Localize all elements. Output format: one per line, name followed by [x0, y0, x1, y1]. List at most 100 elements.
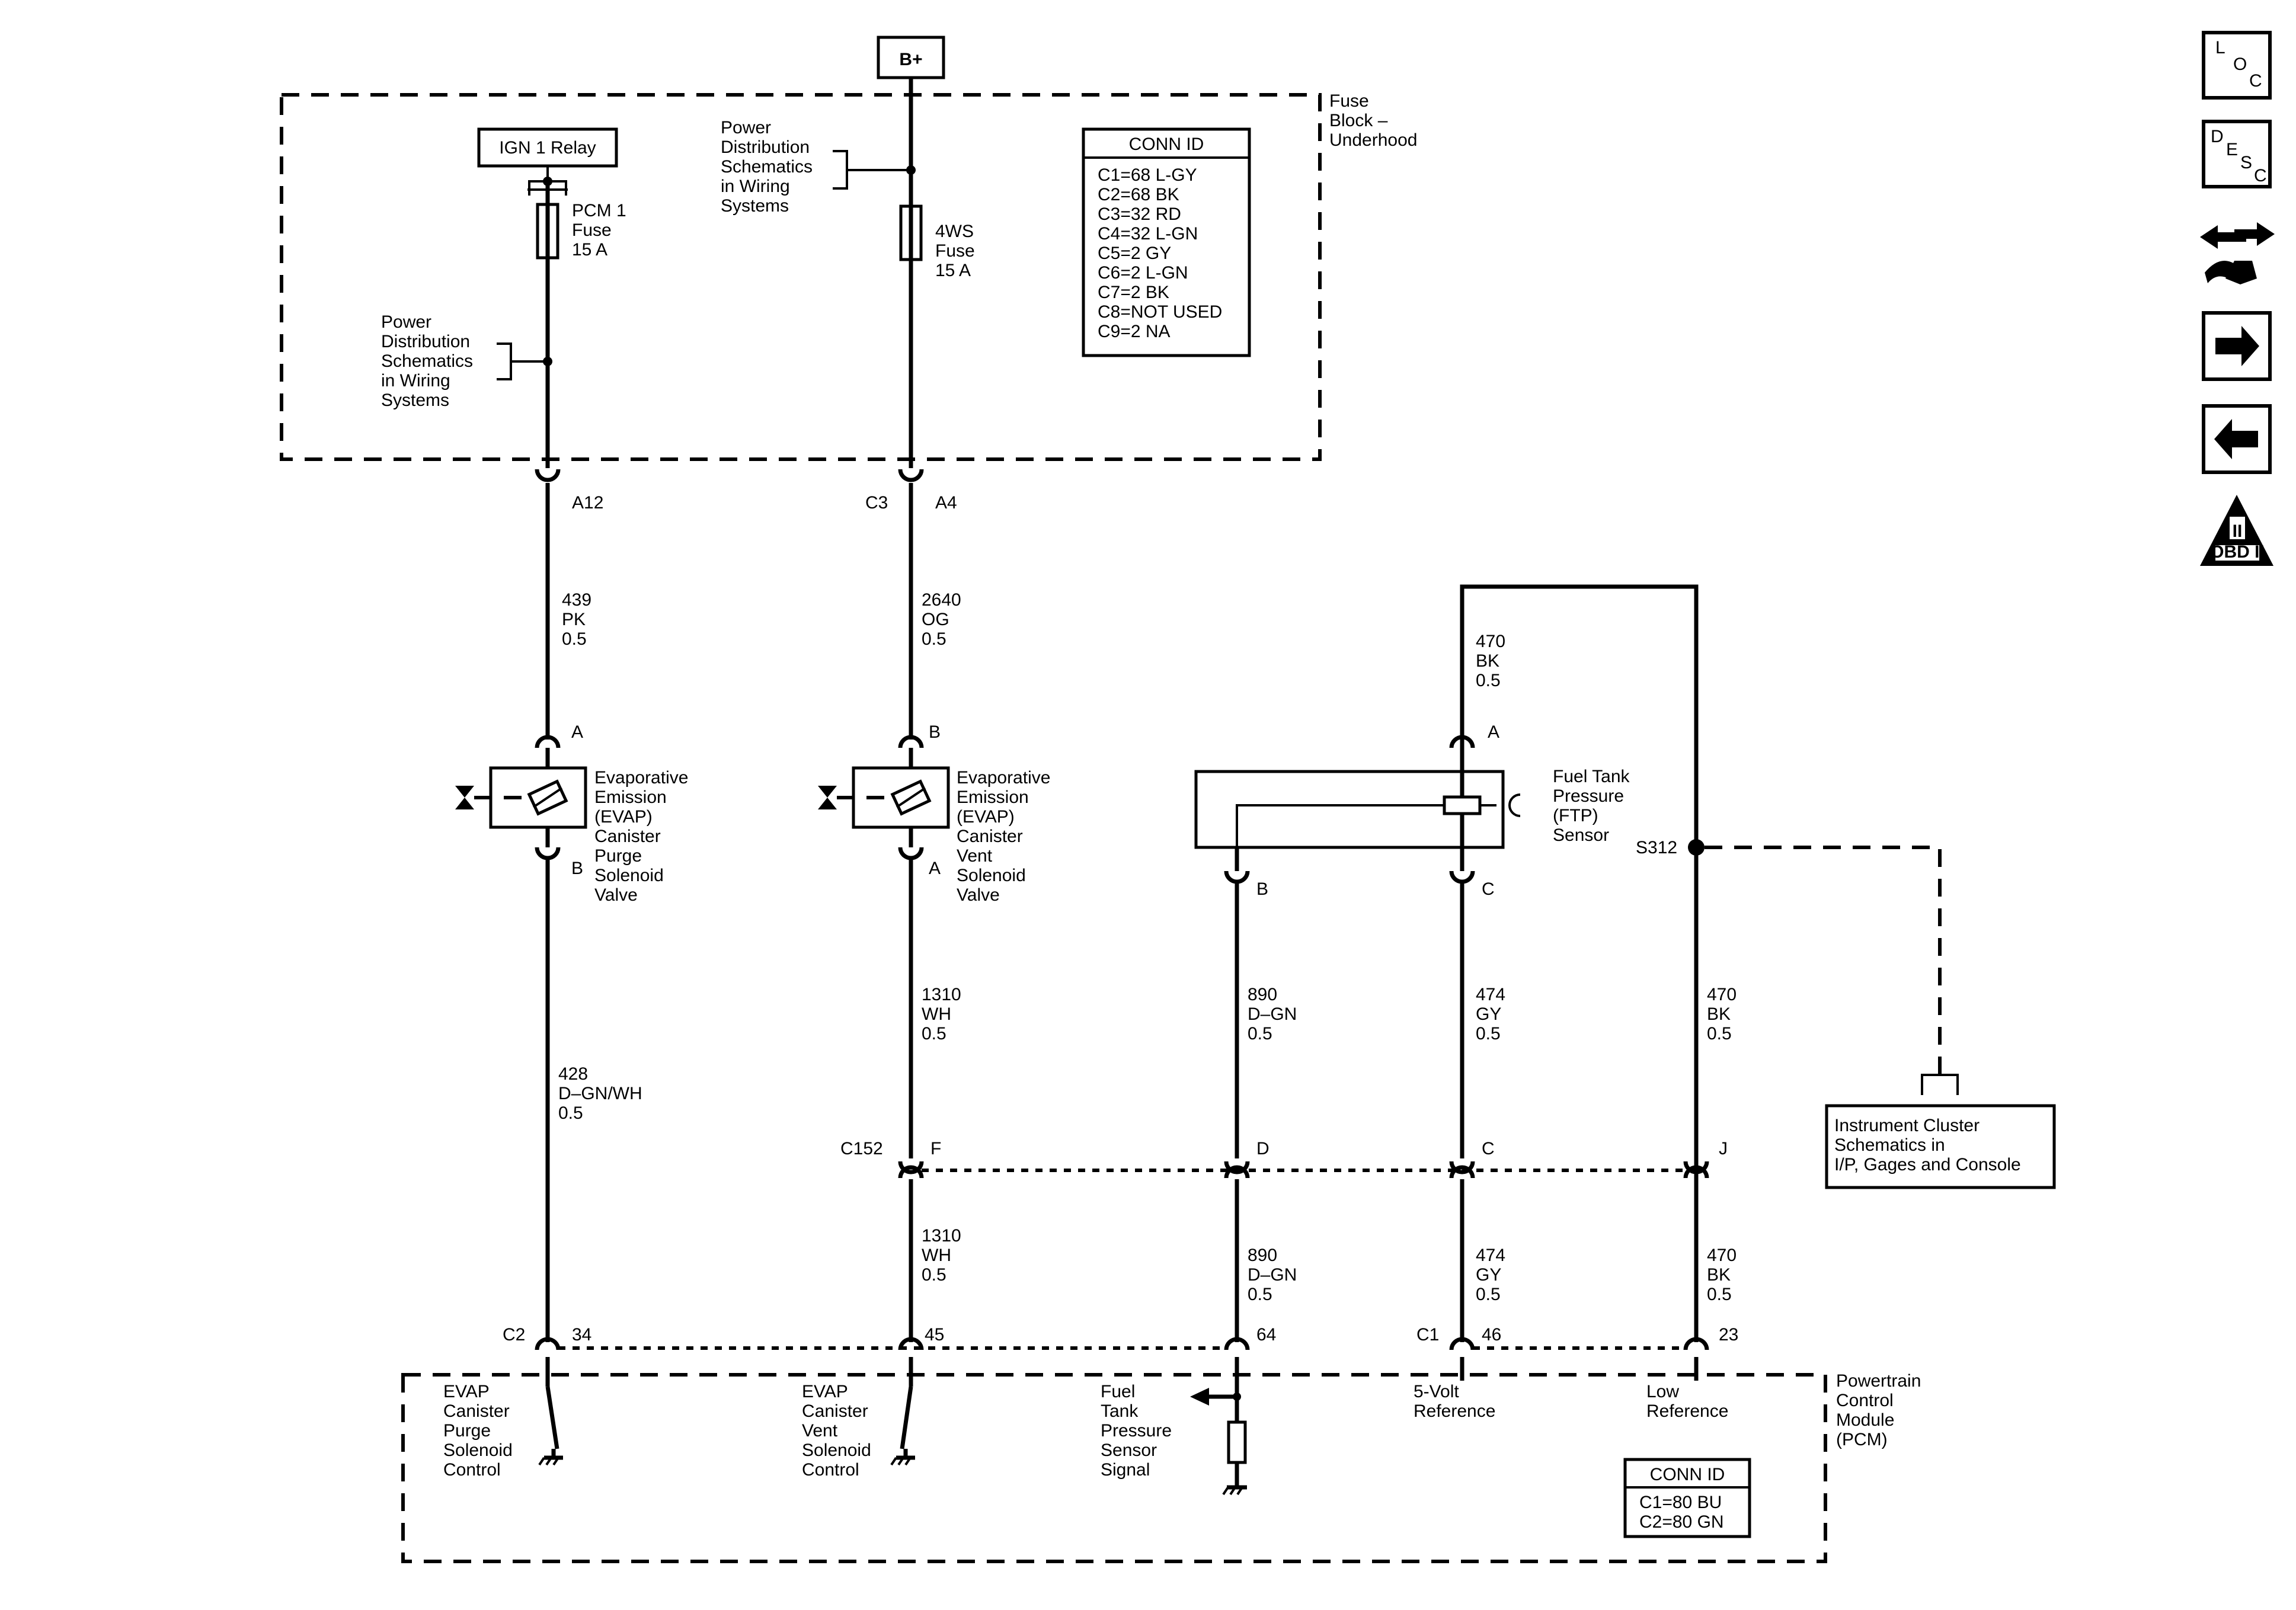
svg-text:Pressure: Pressure — [1553, 786, 1624, 806]
svg-text:A12: A12 — [572, 493, 603, 513]
svg-text:D–GN/WH: D–GN/WH — [558, 1084, 642, 1103]
svg-text:B: B — [1256, 879, 1268, 899]
svg-text:0.5: 0.5 — [1248, 1024, 1272, 1044]
svg-text:C: C — [1482, 879, 1495, 899]
svg-text:C8=NOT USED: C8=NOT USED — [1098, 302, 1222, 322]
ftp-signal-label: Fuel Tank Pressure Sensor Signal — [1101, 1382, 1172, 1480]
svg-text:C9=2 NA: C9=2 NA — [1098, 322, 1171, 341]
svg-text:Systems: Systems — [381, 391, 449, 410]
svg-text:15 A: 15 A — [572, 240, 607, 260]
fuse-block-conn-id-table: CONN ID C1=68 L-GY C2=68 BK C3=32 RD C4=… — [1082, 127, 1251, 357]
loc-button[interactable]: L O C — [2202, 31, 2272, 100]
svg-text:Tank: Tank — [1101, 1401, 1139, 1421]
svg-text:Signal: Signal — [1101, 1460, 1150, 1480]
svg-text:Valve: Valve — [957, 885, 1000, 905]
svg-text:(FTP): (FTP) — [1553, 806, 1598, 825]
svg-text:Control: Control — [802, 1460, 859, 1480]
svg-text:C1=80 BU: C1=80 BU — [1639, 1493, 1722, 1512]
vent-control-label: EVAP Canister Vent Solenoid Control — [802, 1382, 871, 1480]
connector-pcm-c2: C2 34 45 64 — [503, 1325, 1276, 1350]
svg-text:0.5: 0.5 — [922, 1024, 946, 1044]
svg-text:890: 890 — [1248, 985, 1277, 1004]
svg-text:J: J — [1719, 1139, 1728, 1158]
ftp-sensor: A B C — [1194, 722, 1521, 899]
svg-text:Solenoid: Solenoid — [443, 1441, 513, 1460]
svg-text:Reference: Reference — [1646, 1401, 1728, 1421]
svg-text:64: 64 — [1256, 1325, 1276, 1345]
svg-text:Vent: Vent — [802, 1421, 838, 1441]
svg-text:Schematics in: Schematics in — [1834, 1135, 1945, 1155]
svg-text:C7=2 BK: C7=2 BK — [1098, 283, 1169, 302]
svg-text:C4=32 L-GN: C4=32 L-GN — [1098, 224, 1198, 244]
svg-text:23: 23 — [1719, 1325, 1738, 1345]
svg-text:470: 470 — [1707, 985, 1737, 1004]
svg-text:0.5: 0.5 — [1707, 1285, 1732, 1304]
svg-text:GY: GY — [1476, 1265, 1501, 1285]
svg-text:0.5: 0.5 — [562, 629, 587, 649]
fuse-block-title: Fuse Block – Underhood — [1329, 91, 1417, 150]
svg-text:CONN ID: CONN ID — [1650, 1465, 1725, 1484]
svg-text:D: D — [2211, 127, 2224, 146]
svg-text:Control: Control — [1836, 1391, 1894, 1410]
svg-text:in Wiring: in Wiring — [381, 371, 450, 391]
svg-text:Fuse: Fuse — [1329, 91, 1369, 111]
svg-text:O: O — [2233, 55, 2247, 74]
svg-text:15 A: 15 A — [935, 261, 971, 280]
svg-text:C: C — [2249, 71, 2262, 91]
svg-text:C6=2 L-GN: C6=2 L-GN — [1098, 263, 1188, 283]
wire-470-b-label: 470 BK 0.5 — [1707, 1246, 1737, 1304]
wire-890-b-label: 890 D–GN 0.5 — [1248, 1246, 1297, 1304]
svg-text:I/P, Gages and Console: I/P, Gages and Console — [1834, 1155, 2021, 1174]
purge-solenoid-label: Evaporative Emission (EVAP) Canister Pur… — [594, 768, 688, 905]
low-reference-label: Low Reference — [1646, 1382, 1728, 1421]
svg-text:0.5: 0.5 — [558, 1103, 583, 1123]
svg-text:OG: OG — [922, 610, 949, 629]
pcm1-fuse: PCM 1 Fuse 15 A — [536, 201, 626, 260]
svg-text:0.5: 0.5 — [1476, 1285, 1501, 1304]
svg-text:34: 34 — [572, 1325, 591, 1345]
wire-428-label: 428 D–GN/WH 0.5 — [558, 1064, 642, 1123]
desc-button[interactable]: D E S C — [2202, 120, 2272, 188]
instrument-cluster-ref: Instrument Cluster Schematics in I/P, Ga… — [1825, 1074, 2056, 1189]
svg-text:C3: C3 — [865, 493, 888, 513]
svg-text:0.5: 0.5 — [1476, 671, 1501, 690]
svg-text:C: C — [1482, 1139, 1495, 1158]
purge-control-switch — [538, 1357, 563, 1466]
svg-text:WH: WH — [922, 1246, 951, 1265]
power-distribution-ref-top: Power Distribution Schematics in Wiring … — [721, 118, 916, 216]
svg-text:BK: BK — [1707, 1265, 1731, 1285]
svg-text:Distribution: Distribution — [721, 137, 810, 157]
svg-text:Reference: Reference — [1414, 1401, 1495, 1421]
svg-text:474: 474 — [1476, 985, 1505, 1004]
svg-text:Solenoid: Solenoid — [802, 1441, 871, 1460]
splice-s312: S312 — [1636, 838, 1705, 857]
ftp-signal-input — [1190, 1357, 1247, 1496]
svg-text:Systems: Systems — [721, 196, 789, 216]
svg-text:Canister: Canister — [443, 1401, 510, 1421]
svg-text:0.5: 0.5 — [922, 629, 946, 649]
svg-text:IGN 1 Relay: IGN 1 Relay — [499, 138, 596, 158]
connector-wrench-icon[interactable] — [2200, 222, 2275, 284]
wire-2640-label: 2640 OG 0.5 — [922, 590, 961, 649]
svg-text:1310: 1310 — [922, 1226, 961, 1246]
svg-text:S: S — [2240, 153, 2252, 172]
svg-text:Schematics: Schematics — [381, 351, 473, 371]
wire-439-label: 439 PK 0.5 — [562, 590, 591, 649]
svg-text:B+: B+ — [899, 50, 922, 69]
vent-control-switch — [890, 1357, 915, 1466]
battery-terminal: B+ — [877, 36, 945, 79]
power-distribution-ref-left: Power Distribution Schematics in Wiring … — [381, 312, 552, 410]
svg-text:Distribution: Distribution — [381, 332, 470, 351]
svg-text:0.5: 0.5 — [1476, 1024, 1501, 1044]
svg-text:BK: BK — [1707, 1004, 1731, 1024]
svg-text:5-Volt: 5-Volt — [1414, 1382, 1459, 1401]
connector-c3-a4: C3 A4 — [865, 469, 957, 513]
previous-arrow-button[interactable] — [2202, 404, 2272, 474]
svg-text:OBD II: OBD II — [2210, 542, 2265, 562]
next-arrow-button[interactable] — [2202, 311, 2272, 381]
svg-text:C1: C1 — [1416, 1325, 1439, 1345]
vent-solenoid-label: Evaporative Emission (EVAP) Canister Ven… — [957, 768, 1050, 905]
obd2-icon[interactable]: II OBD II — [2200, 495, 2273, 566]
svg-text:Underhood: Underhood — [1329, 130, 1417, 150]
pcm-title: Powertrain Control Module (PCM) — [1836, 1371, 1921, 1449]
